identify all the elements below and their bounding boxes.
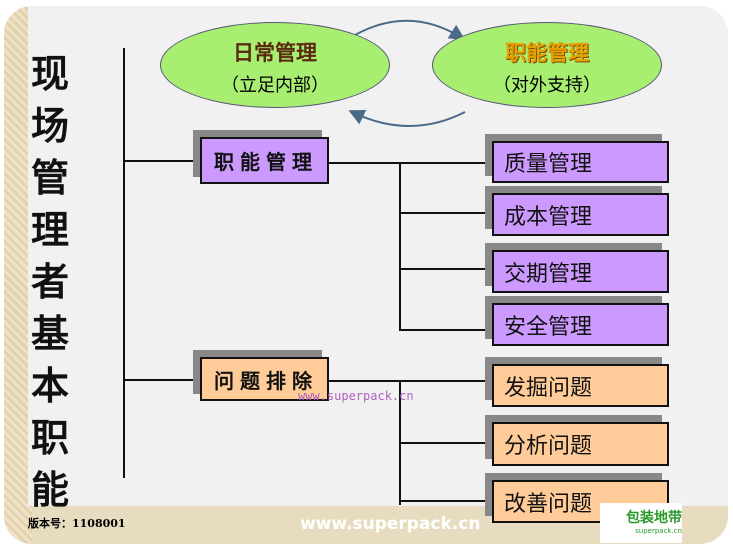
- connector: [328, 162, 494, 164]
- logo: 包装地带 superpack.cn: [600, 503, 682, 543]
- connector: [400, 500, 494, 502]
- problem-box: 改善问题: [492, 480, 669, 523]
- function-box: 交期管理: [492, 250, 669, 293]
- connector: [399, 162, 401, 331]
- ellipse-subtitle: （对外支持）: [493, 75, 601, 96]
- logo-subtext: superpack.cn: [635, 527, 682, 535]
- problem-box: 分析问题: [492, 422, 669, 466]
- vertical-title: 现场管理者基本职能: [30, 51, 69, 512]
- function-box: 安全管理: [492, 303, 669, 346]
- connector: [400, 329, 494, 331]
- connector: [400, 442, 494, 444]
- connector: [124, 379, 202, 381]
- connector: [400, 212, 494, 214]
- main-vertical-line: [123, 48, 125, 478]
- version-label: 版本号：1108001: [28, 517, 126, 530]
- connector: [400, 268, 494, 270]
- group-label-functional: 职能管理: [200, 137, 329, 184]
- ellipse-subtitle: （立足内部）: [221, 75, 329, 96]
- function-box: 成本管理: [492, 193, 669, 236]
- group-label-troubleshooting: 问题排除: [200, 357, 329, 401]
- ellipse-functional-management: 职能管理 （对外支持）: [432, 22, 662, 108]
- logo-text: 包装地带: [626, 510, 682, 526]
- ellipse-title: 日常管理: [233, 41, 317, 65]
- arrow-top: [354, 19, 466, 41]
- ellipse-title: 职能管理: [505, 41, 589, 65]
- connector: [124, 160, 202, 162]
- function-box: 质量管理: [492, 141, 669, 183]
- arrow-bottom: [348, 110, 466, 127]
- watermark: www.superpack.cn: [298, 389, 414, 403]
- problem-box: 发掘问题: [492, 364, 669, 407]
- footer-url[interactable]: www.superpack.cn: [300, 514, 481, 534]
- ellipse-daily-management: 日常管理 （立足内部）: [160, 22, 390, 108]
- connector: [328, 380, 494, 382]
- decorative-strip: [4, 6, 32, 544]
